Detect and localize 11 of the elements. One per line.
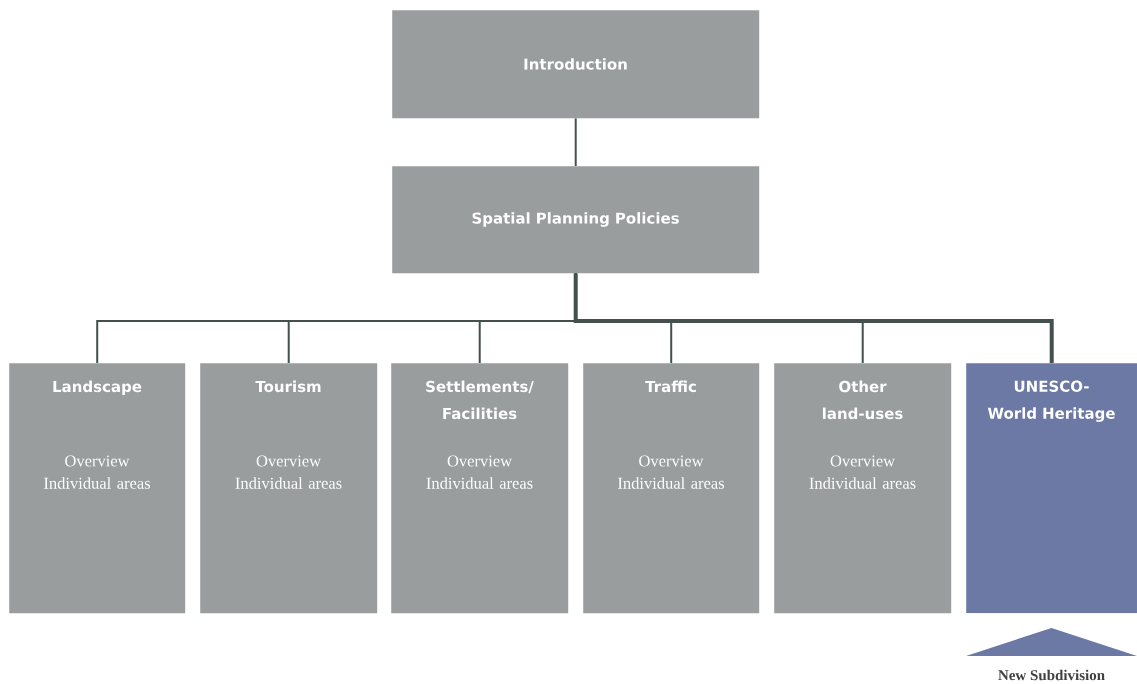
topic-box: Other land-uses Overview Individual areas: [774, 363, 952, 614]
heading-box: Introduction: [392, 10, 760, 119]
topic-box: Landscape Overview Individual areas: [9, 363, 186, 614]
connector-line: [574, 117, 577, 167]
new-subdivision-pointer-drawing: New Subdivision: [966, 628, 1137, 681]
topic-box: Settlements/ Facilities Overview Individual areas: [391, 363, 569, 614]
connector-line: [573, 273, 1054, 363]
topic-box: Traffic Overview Individual areas: [583, 363, 760, 614]
topic-box: UNESCO- World Heritage: [966, 363, 1137, 614]
topic-box: Tourism Overview Individual areas: [200, 363, 378, 614]
heading-box: Spatial Planning Policies: [392, 166, 760, 274]
